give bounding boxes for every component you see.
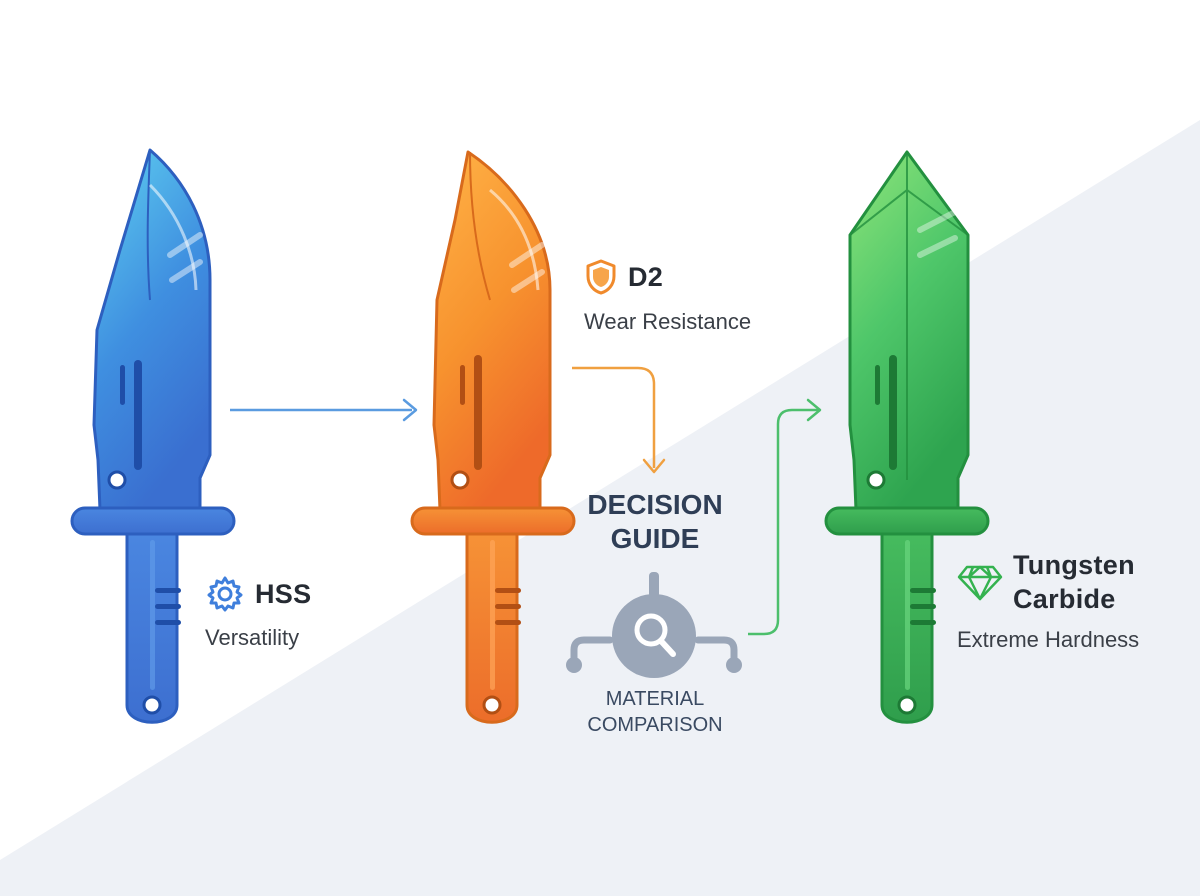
arrow-guide-to-carbide bbox=[748, 398, 822, 636]
guide-subtitle-line2: COMPARISON bbox=[587, 714, 723, 736]
guide-title-line1: DECISION bbox=[587, 489, 723, 520]
carbide-guard bbox=[824, 506, 990, 536]
arrow-d2-to-guide bbox=[572, 366, 666, 474]
decision-guide-title: DECISION GUIDE bbox=[564, 488, 746, 556]
carbide-knife bbox=[824, 150, 990, 724]
hss-label: HSS Versatility bbox=[205, 574, 311, 652]
shield-icon bbox=[586, 259, 616, 295]
hss-property: Versatility bbox=[205, 625, 300, 650]
d2-property: Wear Resistance bbox=[584, 309, 752, 334]
hss-blade bbox=[92, 148, 212, 512]
carbide-name-line1: Tungsten bbox=[1013, 550, 1135, 580]
magnifier-icon bbox=[566, 572, 742, 678]
material-comparison-caption: MATERIAL COMPARISON bbox=[564, 686, 746, 738]
carbide-name-line2: Carbide bbox=[1013, 584, 1116, 614]
arrow-hss-to-d2 bbox=[230, 398, 418, 422]
carbide-property: Extreme Hardness bbox=[957, 627, 1140, 652]
carbide-label: Tungsten Carbide Extreme Hardness bbox=[957, 548, 1139, 654]
gear-icon bbox=[207, 576, 243, 612]
d2-label: D2 Wear Resistance bbox=[584, 258, 751, 336]
diamond-icon bbox=[957, 565, 1003, 601]
d2-blade bbox=[432, 150, 552, 512]
hss-name: HSS bbox=[255, 579, 312, 609]
d2-knife bbox=[410, 150, 576, 724]
carbide-blade bbox=[848, 150, 970, 512]
hss-guard bbox=[70, 506, 236, 536]
d2-guard bbox=[410, 506, 576, 536]
guide-title-line2: GUIDE bbox=[610, 523, 700, 554]
hss-knife bbox=[70, 148, 236, 724]
d2-name: D2 bbox=[628, 262, 664, 292]
guide-subtitle-line1: MATERIAL bbox=[605, 688, 705, 710]
